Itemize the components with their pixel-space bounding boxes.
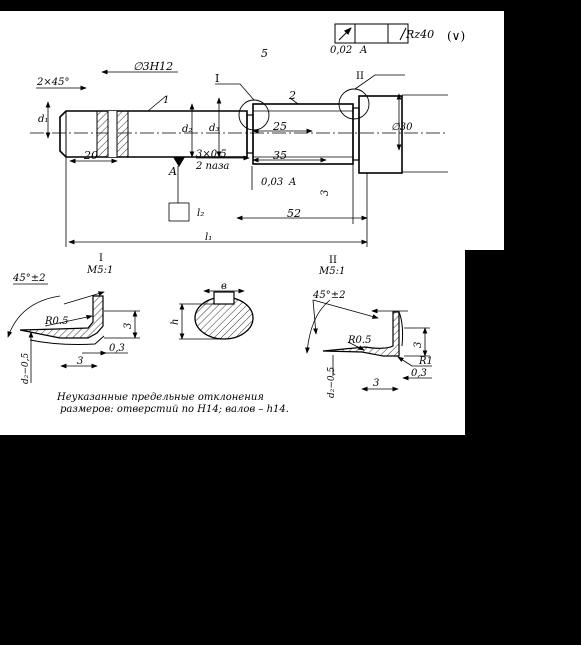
roughness-rest: (∨) [447,29,465,43]
detail-II-h: 3 [413,342,424,348]
label-pos1: 1 [163,95,169,106]
label-diam30: ∅30 [391,122,413,133]
detail-II-radius: R0.5 [347,335,371,346]
detail-II-r1: R1 [418,356,433,367]
detail-I-scale: M5:1 [86,265,113,276]
mark-II: II [356,71,364,82]
note-line-2: размеров: отверстий по H14; валов – h14. [60,404,289,415]
detail-I-h: 3 [123,323,134,329]
label-l2: l₂ [197,208,204,219]
label-groove-count: 2 паза [195,161,229,172]
detail-I-radius: R0.5 [44,316,68,327]
detail-II-depth: 0,3 [411,368,427,379]
detail-I-title: I [99,253,103,264]
dimension-lines [36,69,448,247]
note-line-1: Неуказанные предельные отклонения [56,392,264,403]
label-l1: l₁ [205,232,212,243]
fcf-top-tolerance: 0,02 [330,45,352,56]
label-dim52: 52 [287,207,301,220]
label-pos5: 5 [261,47,268,60]
detail-II-title: II [329,255,337,266]
label-dim25: 25 [272,120,287,133]
detail-II-angle: 45°±2 [312,290,345,301]
label-groove: 3×0,5 [196,149,227,160]
sheet-bottom [0,250,465,435]
detail-I-depth: 0,3 [109,343,125,354]
label-dim20: 20 [83,149,98,162]
label-pos2: 2 [288,89,296,102]
fcf-bottom-tolerance: 0,03 [261,177,283,188]
detail-II: II M5:1 45°±2 R0.5 3 R1 0,3 3 d₂−0,5 [305,255,433,398]
detail-I-angle: 45°±2 [12,273,45,284]
fcf-bottom-datum: A [288,177,296,188]
detail-I: I M5:1 45°±2 R0.5 3 0,3 3 d₂−0,5 [7,253,140,384]
label-hole: ∅3H12 [133,60,173,73]
detail-I-d: d₂−0,5 [21,353,31,384]
detail-I-w: 3 [77,356,83,367]
label-d1: d₁ [38,114,48,125]
detail-II-w: 3 [373,378,379,389]
mark-I: I [215,72,219,85]
label-chamfer: 2×45° [36,77,69,88]
main-labels: 5 ∅3H12 2×45° I II 1 2 d₁ d₂ d₃ 25 ∅30 2… [36,47,413,243]
roughness-value: Rz40 [405,28,434,41]
label-d3: d₃ [209,123,219,134]
section-b: в [221,281,227,292]
datum-triangle [173,157,185,167]
sheet-top [0,11,504,250]
label-pos3: 3 [320,190,331,196]
fcf-top-datum: A [359,45,367,56]
section-h: h [170,319,181,325]
surface-roughness-block: Rz40 (∨) 0,02 A [330,23,465,56]
cross-section: в h [170,281,254,340]
label-dim35: 35 [273,149,287,162]
label-d2: d₂ [182,124,192,135]
label-datum-A: A [168,165,177,178]
detail-II-scale: M5:1 [318,266,345,277]
detail-II-d: d₂−0,5 [327,367,337,398]
